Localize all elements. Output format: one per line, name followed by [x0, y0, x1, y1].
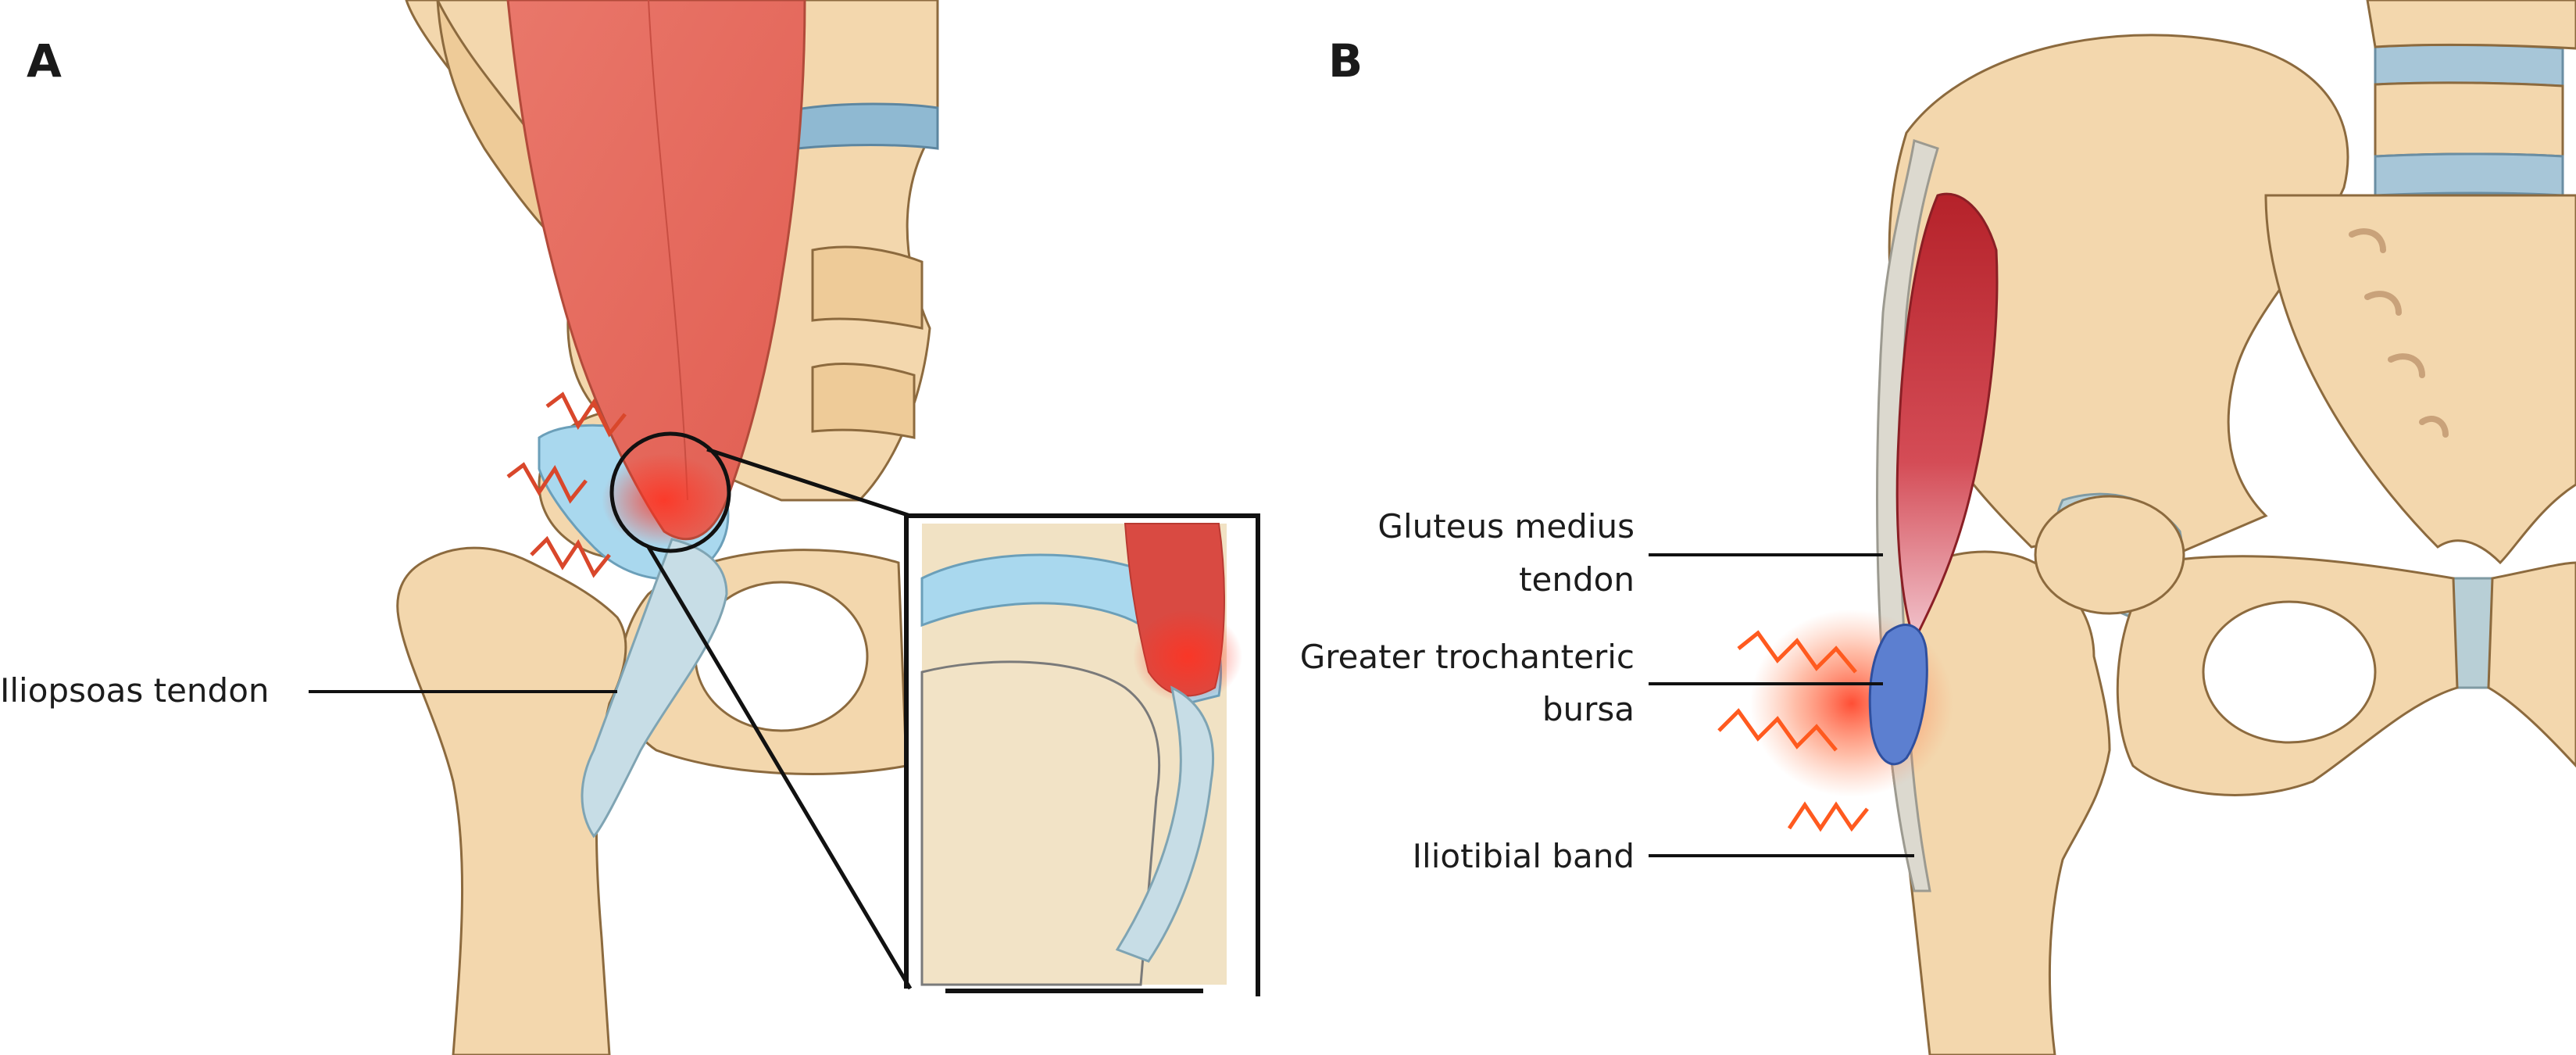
- magnifier-connector-top: [706, 447, 911, 518]
- gluteus-medius-label-line1: Gluteus medius: [1377, 507, 1635, 545]
- pain-lines-a: [506, 392, 627, 578]
- panel-a-letter: A: [27, 34, 62, 88]
- inset-frame: [906, 513, 1260, 996]
- gluteus-medius-label-line2: tendon: [1519, 560, 1635, 599]
- iliopsoas-fiber-line: [648, 0, 688, 501]
- lumbar-vertebra-lower: [2374, 81, 2564, 158]
- gluteus-medius-muscle: [1895, 192, 1999, 644]
- femoral-head-b: [2034, 495, 2185, 615]
- inset-magnified-view: [920, 523, 1242, 986]
- panel-b: B: [1300, 0, 2576, 1055]
- inset-femoral-head: [920, 660, 1161, 986]
- inflammation-glow-a: [602, 453, 727, 547]
- iliotibial-band-label: Iliotibial band: [1413, 837, 1635, 875]
- lumbar-disc-lower: [2374, 152, 2564, 197]
- femur: [396, 546, 627, 1055]
- panel-b-letter: B: [1328, 34, 1363, 88]
- greater-trochanteric-bursa: [1868, 624, 1928, 766]
- iliopsoas-tendon-label: Iliopsoas tendon: [0, 671, 270, 710]
- pain-lines-b: [1717, 630, 1869, 832]
- lumbar-disc-upper: [2374, 43, 2564, 88]
- panel-a: A: [0, 0, 1260, 1055]
- sacral-segment: [811, 245, 924, 330]
- intervertebral-disc: [795, 102, 939, 150]
- sacral-foramina: [2349, 228, 2449, 438]
- sacral-segment-lower: [811, 362, 916, 439]
- obturator-foramen-b: [2202, 600, 2377, 744]
- magnifier-connector-bottom: [646, 545, 913, 990]
- greater-trochanteric-label-line1: Greater trochanteric: [1300, 638, 1635, 676]
- pubic-ramus-right: [2487, 561, 2576, 768]
- magnifier-circle: [609, 431, 731, 553]
- sacrum: [2264, 194, 2576, 565]
- lumbar-vertebra: [2366, 0, 2576, 50]
- inset-tendon: [1115, 685, 1215, 963]
- greater-trochanteric-label-line2: bursa: [1542, 690, 1635, 728]
- inset-inflammation: [1133, 610, 1242, 703]
